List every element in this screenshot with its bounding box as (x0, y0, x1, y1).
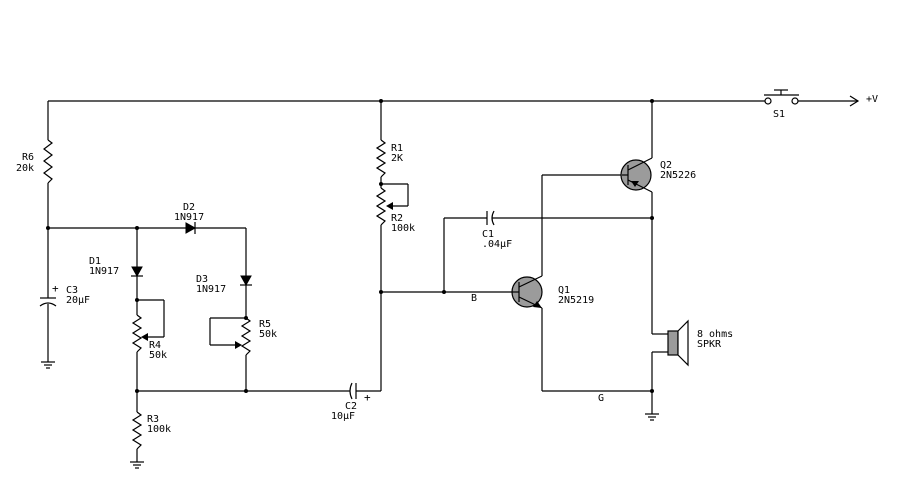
c1-ref: C1 (482, 229, 494, 240)
q1-value: 2N5219 (558, 295, 594, 306)
c3-polarity: + (52, 282, 59, 295)
r5-value: 50k (259, 329, 277, 340)
c2-polarity: + (364, 391, 371, 404)
d1-value: 1N917 (89, 266, 119, 277)
capacitor-c2 (349, 382, 357, 400)
transistor-q2 (620, 157, 653, 193)
resistor-r1 (375, 139, 387, 178)
r5-ref: R5 (259, 319, 271, 330)
potentiometer-r2 (375, 187, 387, 226)
supply-label: +V (866, 94, 878, 105)
r4-ref: R4 (149, 340, 161, 351)
r3-value: 100k (147, 424, 171, 435)
speaker-icon (667, 319, 689, 367)
d2-value: 1N917 (174, 212, 204, 223)
r4-value: 50k (149, 350, 167, 361)
diode-d3 (240, 275, 252, 287)
switch-ref: S1 (773, 109, 785, 120)
r3-ref: R3 (147, 414, 159, 425)
pushbutton-switch[interactable] (764, 89, 799, 105)
potentiometer-r4 (131, 314, 143, 353)
d3-ref: D3 (196, 274, 208, 285)
speaker-value: 8 ohms (697, 329, 733, 340)
resistor-r6 (43, 139, 53, 184)
q1-ref: Q1 (558, 285, 570, 296)
c3-ref: C3 (66, 285, 78, 296)
d2-ref: D2 (183, 202, 195, 213)
q2-ref: Q2 (660, 160, 672, 171)
diode-d2 (185, 222, 197, 234)
ground-symbol-r3 (130, 461, 144, 469)
r2-value: 100k (391, 223, 415, 234)
q2-value: 2N5226 (660, 170, 696, 181)
ground-symbol-c3 (41, 361, 55, 369)
node-g-label: G (598, 393, 604, 404)
d1-ref: D1 (89, 256, 101, 267)
node-b-label: B (471, 293, 477, 304)
r2-ref: R2 (391, 213, 403, 224)
ground-symbol-right (645, 413, 659, 421)
c2-value: 10µF (331, 411, 355, 422)
c3-value: 20µF (66, 295, 90, 306)
r1-ref: R1 (391, 143, 403, 154)
speaker-ref: SPKR (697, 339, 722, 350)
transistor-q1 (511, 275, 543, 309)
r6-ref: R6 (22, 152, 34, 163)
c1-value: .04µF (482, 239, 512, 250)
c2-ref: C2 (345, 401, 357, 412)
r6-value: 20k (16, 163, 34, 174)
d3-value: 1N917 (196, 284, 226, 295)
diode-d1 (131, 266, 143, 278)
r1-value: 2K (391, 153, 403, 164)
resistor-r3 (131, 411, 143, 450)
potentiometer-r5 (240, 317, 252, 356)
top-rail (48, 95, 860, 107)
capacitor-c3 (39, 297, 57, 307)
